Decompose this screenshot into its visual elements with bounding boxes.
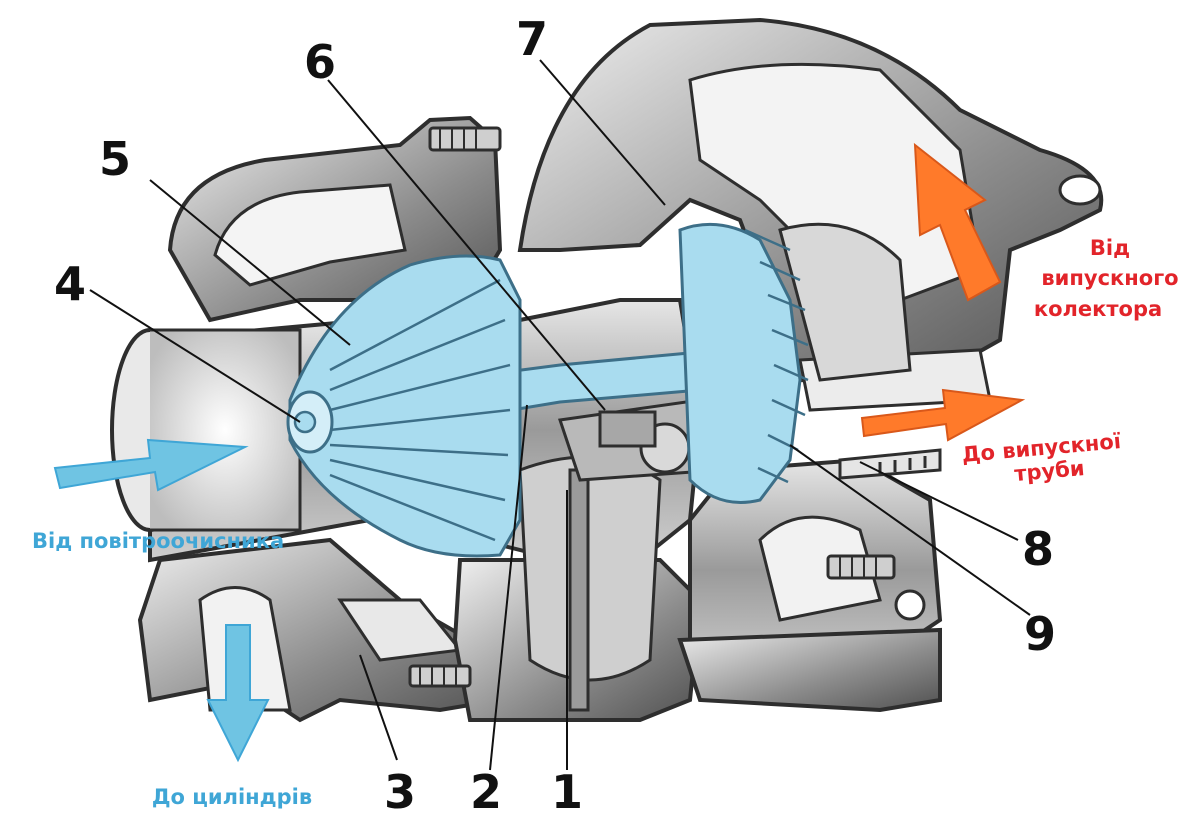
bolt-upper [428, 126, 502, 152]
part-number-1: 1 [551, 765, 583, 819]
bearing-housing [417, 298, 722, 722]
bolt-right [826, 554, 896, 580]
part-number-7: 7 [516, 12, 548, 66]
label-from-air-filter: Від повітроочисника [32, 529, 284, 553]
part-number-5: 5 [99, 132, 131, 186]
leader-8 [859, 461, 1019, 541]
leader-9 [789, 444, 1031, 616]
turbine-wheel [678, 222, 809, 504]
leader-4 [89, 289, 301, 423]
compressor-wheel [286, 254, 522, 558]
leader-2 [489, 404, 528, 771]
part-number-3: 3 [384, 765, 416, 819]
label-from-exhaust-manifold-line1: Від [1090, 236, 1130, 260]
leader-lines [89, 59, 1031, 771]
label-from-exhaust-manifold-line2: випускного [1041, 266, 1178, 290]
turbine-housing [517, 17, 1104, 713]
exhaust-outlet-flange [838, 448, 942, 480]
intake-arrow-icon [53, 438, 249, 492]
leader-5 [149, 179, 351, 346]
part-number-9: 9 [1024, 607, 1056, 661]
leader-3 [359, 654, 398, 761]
label-to-exhaust-pipe-line2: труби [1013, 456, 1085, 486]
part-number-2: 2 [470, 765, 502, 819]
part-number-8: 8 [1022, 522, 1054, 576]
bolt-lower [408, 664, 472, 688]
to-exhaust-pipe-arrow-icon [860, 388, 1026, 442]
leader-6 [327, 79, 606, 411]
from-exhaust-manifold-arrow-icon [913, 142, 1002, 302]
leader-7 [539, 59, 666, 206]
part-number-6: 6 [304, 35, 336, 89]
label-to-cylinders: До циліндрів [152, 785, 312, 809]
intake-pipe [110, 328, 302, 532]
to-cylinders-arrow-icon [206, 624, 270, 763]
part-number-4: 4 [54, 257, 86, 311]
label-from-exhaust-manifold-line3: колектора [1034, 297, 1162, 321]
